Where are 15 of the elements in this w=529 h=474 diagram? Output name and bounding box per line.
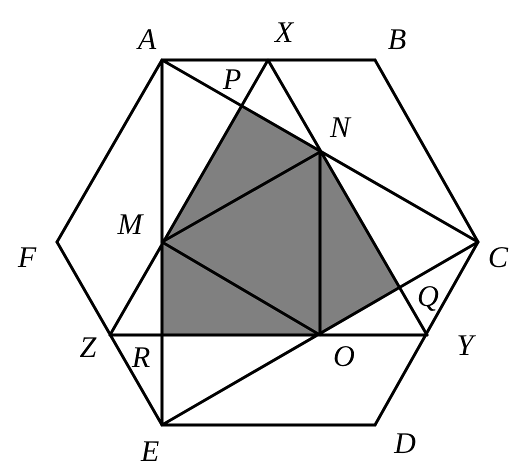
point-label: P xyxy=(222,65,242,95)
point-label: O xyxy=(333,342,355,372)
point-label: R xyxy=(132,343,150,373)
point-label: M xyxy=(118,210,142,240)
point-label: Z xyxy=(80,333,96,363)
point-label: Q xyxy=(417,282,439,312)
point-label: B xyxy=(388,25,406,55)
point-label: X xyxy=(274,18,294,48)
point-label: Y xyxy=(456,331,474,361)
point-label: E xyxy=(140,437,160,467)
point-label: A xyxy=(138,25,156,55)
point-label: C xyxy=(488,243,508,273)
point-label: D xyxy=(394,429,416,459)
point-label: F xyxy=(18,243,36,273)
point-label: N xyxy=(330,113,350,143)
